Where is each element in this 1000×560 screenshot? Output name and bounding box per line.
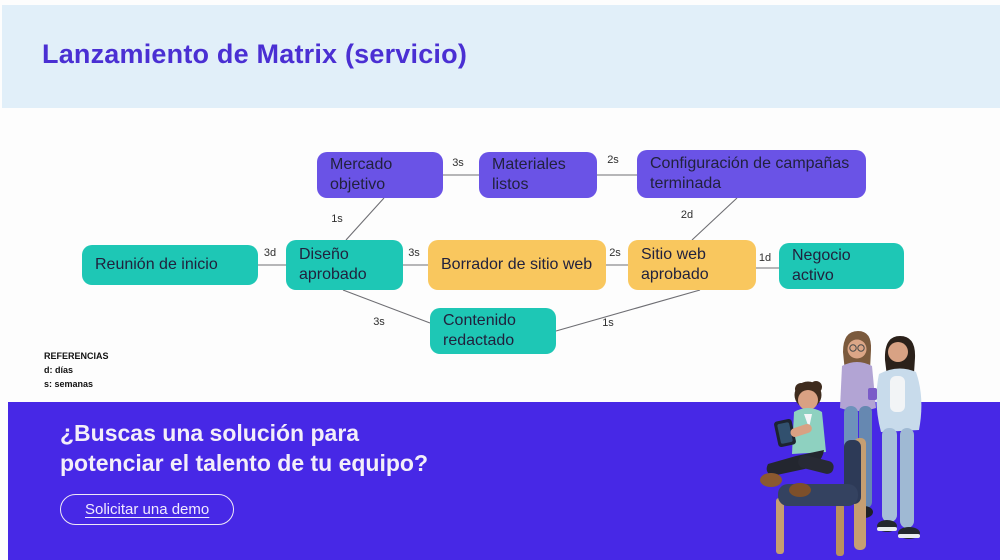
diagram-node-mercado-objetivo: Mercado objetivo xyxy=(317,152,443,198)
edge-label-diseno-aprobado-to-borrador-sitio-web: 3s xyxy=(408,247,420,259)
diagram-node-materiales-listos: Materiales listos xyxy=(479,152,597,198)
diagram-node-configuracion-campanas: Configuración de campañas terminada xyxy=(637,150,866,198)
legend-title: REFERENCIAS xyxy=(44,351,109,361)
cta-banner: ¿Buscas una solución para potenciar el t… xyxy=(8,402,1000,560)
legend-item-days: d: días xyxy=(44,364,74,375)
person-standing-right xyxy=(876,336,922,539)
page-header: Lanzamiento de Matrix (servicio) xyxy=(2,5,1000,108)
diagram-node-diseno-aprobado: Diseño aprobado xyxy=(286,240,403,290)
diagram-node-borrador-sitio-web: Borrador de sitio web xyxy=(428,240,606,290)
diagram-legend: REFERENCIAS d: días s: semanas xyxy=(44,350,109,392)
diagram-node-negocio-activo: Negocio activo xyxy=(779,243,904,289)
cta-heading: ¿Buscas una solución para potenciar el t… xyxy=(60,418,428,479)
people-photo xyxy=(760,331,922,556)
edge-diseno-aprobado-to-mercado-objetivo xyxy=(345,197,385,241)
diagram-node-reunion-de-inicio: Reunión de inicio xyxy=(82,245,258,285)
edge-diseno-aprobado-to-contenido-redactado xyxy=(342,289,431,324)
cta-heading-line1: ¿Buscas una solución para xyxy=(60,420,360,446)
edge-label-mercado-objetivo-to-materiales-listos: 3s xyxy=(452,157,464,169)
legend-item-weeks: s: semanas xyxy=(44,378,94,389)
edge-label-diseno-aprobado-to-mercado-objetivo: 1s xyxy=(331,213,343,225)
edge-label-contenido-redactado-to-sitio-web-aprobado: 1s xyxy=(602,317,614,329)
page-title: Lanzamiento de Matrix (servicio) xyxy=(42,39,468,69)
edge-label-reunion-de-inicio-to-diseno-aprobado: 3d xyxy=(264,247,276,259)
edge-contenido-redactado-to-sitio-web-aprobado xyxy=(555,289,701,332)
diagram-node-contenido-redactado: Contenido redactado xyxy=(430,308,556,354)
cta-heading-line2: potenciar el talento de tu equipo? xyxy=(60,450,429,477)
edge-label-materiales-listos-to-configuracion-campanas: 2s xyxy=(607,154,619,166)
person-sitting xyxy=(760,381,834,497)
request-demo-button[interactable]: Solicitar una demo xyxy=(60,494,235,525)
edge-configuracion-campanas-to-sitio-web-aprobado xyxy=(691,197,738,241)
diagram-node-sitio-web-aprobado: Sitio web aprobado xyxy=(628,240,756,290)
edge-label-diseno-aprobado-to-contenido-redactado: 3s xyxy=(373,316,385,328)
edge-label-sitio-web-aprobado-to-negocio-activo: 1d xyxy=(759,252,771,264)
edge-label-configuracion-campanas-to-sitio-web-aprobado: 2d xyxy=(681,209,693,221)
edge-label-borrador-sitio-web-to-sitio-web-aprobado: 2s xyxy=(609,247,621,259)
